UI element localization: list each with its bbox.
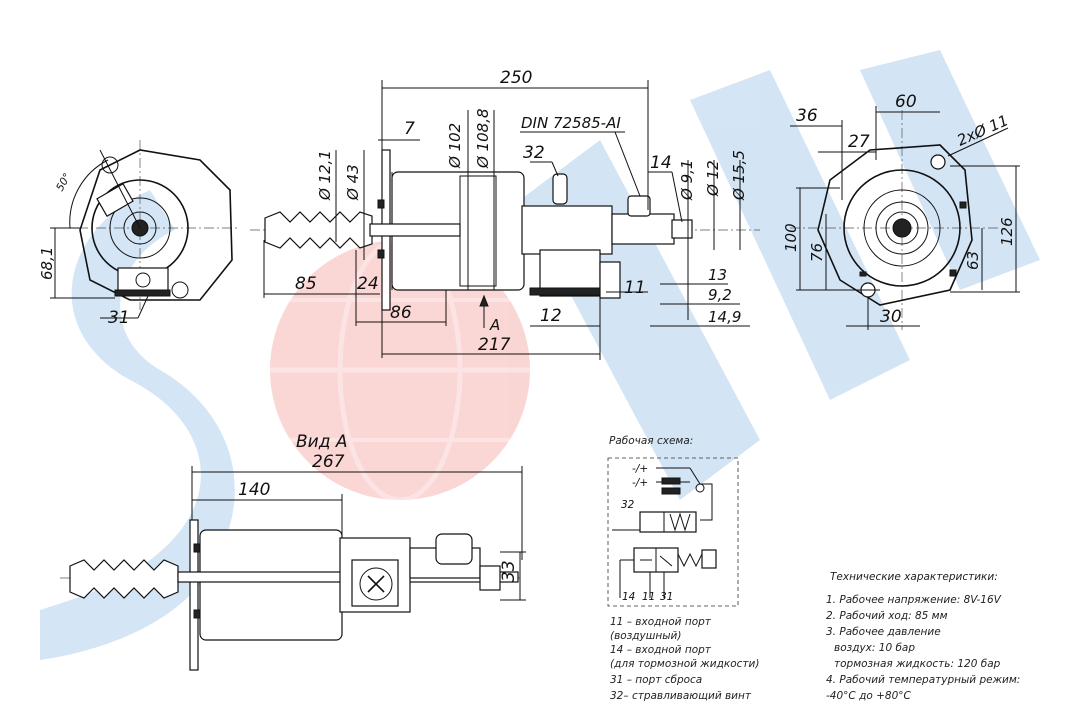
dim-13: 13 xyxy=(708,266,727,284)
spec-line-6: 4. Рабочий температурный режим: xyxy=(826,674,1020,686)
watermark xyxy=(40,50,1040,660)
dim-phi12: Ø 12 xyxy=(704,160,722,197)
dim-86: 86 xyxy=(390,303,412,323)
legend-line-2: (воздушный) xyxy=(610,630,681,642)
scheme-pm-2: -/+ xyxy=(632,477,648,489)
legend-line-4: (для тормозной жидкости) xyxy=(610,658,759,670)
dim-phi9-1: Ø 9,1 xyxy=(678,160,696,201)
view-a-title: Вид А xyxy=(296,432,348,452)
dim-267: 267 xyxy=(312,452,345,472)
view-a-marker: A xyxy=(489,316,500,334)
scheme-port-14: 14 xyxy=(622,591,635,603)
din-label: DIN 72585-AI xyxy=(521,114,621,132)
spec-line-4: воздух: 10 бар xyxy=(834,642,915,654)
spec-line-5: тормозная жидкость: 120 бар xyxy=(834,658,1001,670)
valve-block xyxy=(521,205,613,255)
side-view: 250 7 Ø 102 Ø 108,8 Ø 12,1 Ø 43 DIN 7258… xyxy=(250,68,760,360)
operating-scheme: Рабочая схема: -/+ -/+ 32 14 11 31 xyxy=(607,435,739,607)
label-11: 11 xyxy=(624,278,646,298)
din-connector xyxy=(627,195,651,217)
front-view: 50° 68,1 31 xyxy=(38,140,240,328)
bellows-boot xyxy=(264,211,373,249)
scheme-port-32: 32 xyxy=(621,499,635,511)
dim-phi108-8: Ø 108,8 xyxy=(474,108,492,169)
technical-specs: Технические характеристики: 1. Рабочее н… xyxy=(826,571,1020,702)
port-legend: 11 – входной порт (воздушный) 14 – входн… xyxy=(610,616,759,702)
bleed-screw xyxy=(552,173,568,205)
label-31-front: 31 xyxy=(108,308,130,328)
watermark-letter-s xyxy=(40,190,235,660)
dim-14-9: 14,9 xyxy=(708,308,741,326)
dim-36: 36 xyxy=(796,106,818,126)
label-14: 14 xyxy=(650,153,672,173)
scheme-title: Рабочая схема: xyxy=(609,435,693,447)
view-a-cylinder xyxy=(199,529,343,641)
spec-line-2: 2. Рабочий ход: 85 мм xyxy=(826,610,948,622)
dim-12: 12 xyxy=(540,306,562,326)
dim-phi43: Ø 43 xyxy=(344,164,362,201)
air-port xyxy=(599,261,621,299)
legend-line-5: 31 – порт сброса xyxy=(610,674,702,686)
dim-60: 60 xyxy=(895,92,917,112)
angle-label: 50° xyxy=(54,171,74,193)
dim-217: 217 xyxy=(478,335,511,355)
dim-30: 30 xyxy=(880,307,902,327)
front-view-housing xyxy=(79,149,233,301)
legend-line-6: 32– стравливающий винт xyxy=(610,690,752,702)
dim-27: 27 xyxy=(848,132,870,152)
view-a: Вид А 267 140 33 xyxy=(60,432,526,671)
legend-line-1: 11 – входной порт xyxy=(610,616,712,628)
dim-250: 250 xyxy=(500,68,532,88)
dim-126: 126 xyxy=(998,217,1016,246)
spec-line-3: 3. Рабочее давление xyxy=(826,626,941,638)
dim-phi102: Ø 102 xyxy=(446,123,464,169)
dim-phi15-5: Ø 15,5 xyxy=(730,150,748,201)
dim-140: 140 xyxy=(238,480,270,500)
legend-line-3: 14 – входной порт xyxy=(610,644,712,656)
dim-24: 24 xyxy=(357,274,379,294)
dim-68-1: 68,1 xyxy=(38,247,56,280)
watermark-letter-r xyxy=(860,50,1040,290)
dim-33: 33 xyxy=(499,560,519,582)
specs-title: Технические характеристики: xyxy=(830,571,998,583)
dim-63: 63 xyxy=(964,251,982,270)
dim-100: 100 xyxy=(782,223,800,252)
scheme-port-11: 11 xyxy=(642,591,655,603)
view-a-bellows xyxy=(69,559,179,599)
dim-76: 76 xyxy=(808,243,826,262)
rear-view-housing xyxy=(817,144,973,306)
spec-line-7: -40°C до +80°C xyxy=(826,690,911,702)
dim-phi12-1: Ø 12,1 xyxy=(316,150,334,201)
watermark-globe xyxy=(270,240,530,500)
dim-85: 85 xyxy=(295,274,317,294)
scheme-pm-1: -/+ xyxy=(632,463,648,475)
label-32: 32 xyxy=(523,143,545,163)
scheme-port-31: 31 xyxy=(660,591,673,603)
dim-9-2: 9,2 xyxy=(708,286,732,304)
spec-line-1: 1. Рабочее напряжение: 8V-16V xyxy=(826,594,1002,606)
dim-7: 7 xyxy=(404,119,415,139)
